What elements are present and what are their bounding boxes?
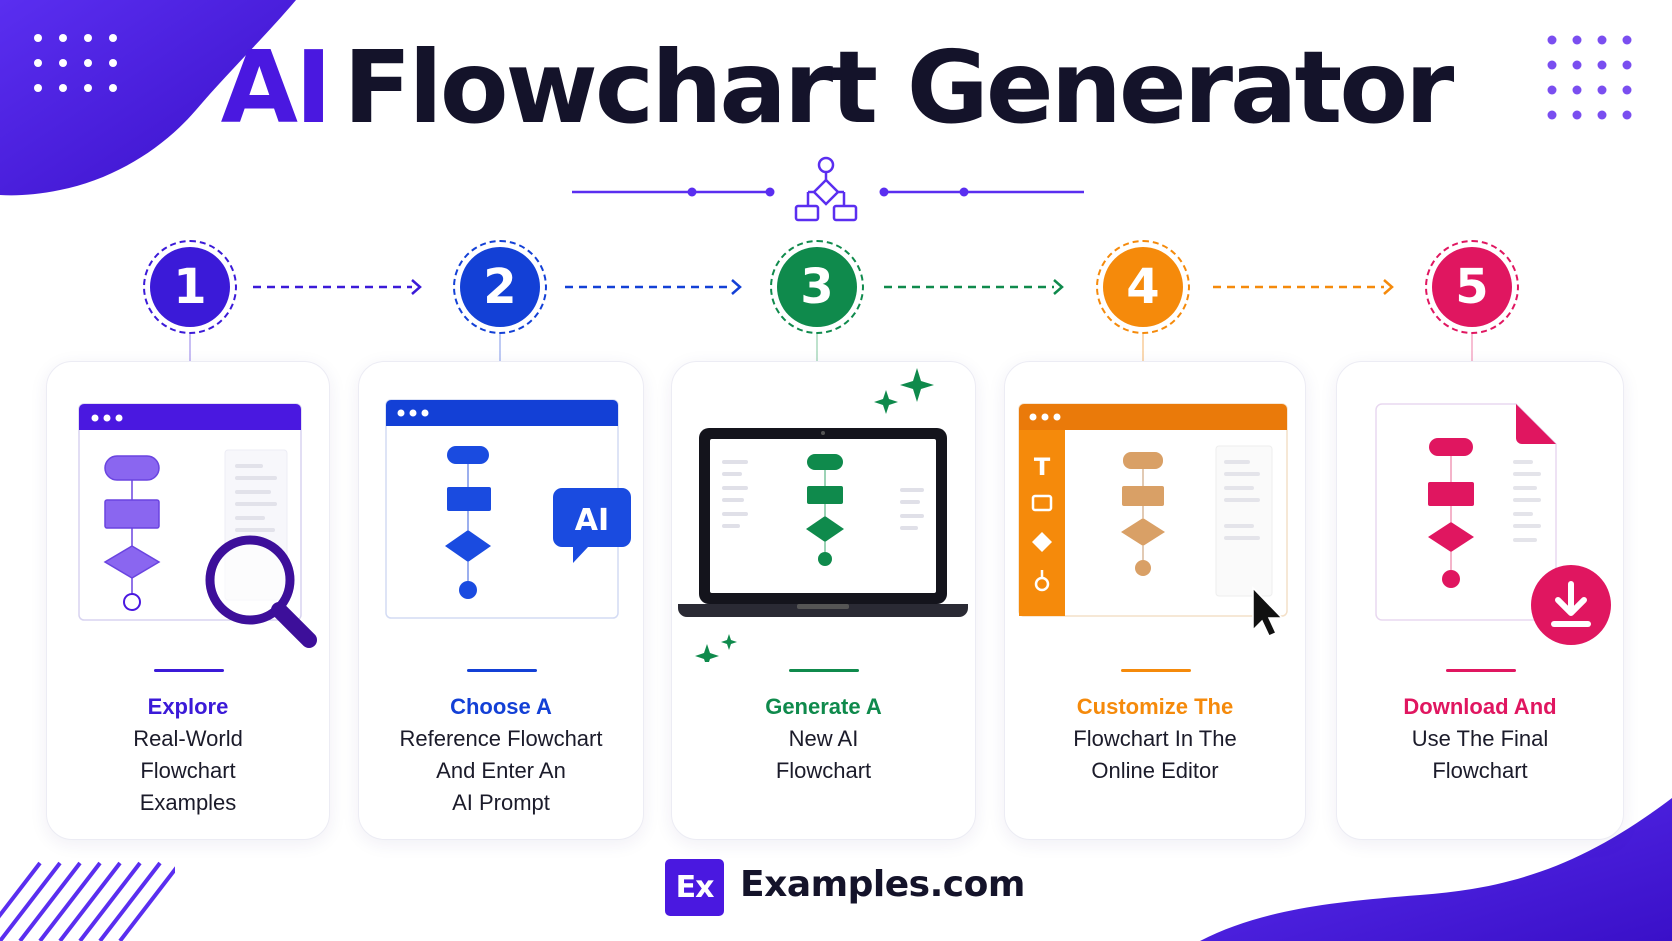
magnifier-icon bbox=[205, 535, 317, 648]
step-3-ring bbox=[770, 240, 864, 334]
text-tool-icon: T bbox=[1034, 453, 1051, 481]
step-2-highlight: Choose A bbox=[450, 694, 552, 719]
step-1-line-1: Real-World bbox=[133, 726, 243, 751]
sparkle-icon bbox=[874, 368, 934, 414]
title-divider bbox=[572, 156, 1084, 222]
step-1-line-3: Examples bbox=[139, 790, 237, 815]
step-card-3: Generate A New AI Flowchart bbox=[671, 361, 976, 840]
step-2-caption: Choose A Reference Flowchart And Enter A… bbox=[369, 691, 633, 819]
step-4-caption: Customize The Flowchart In The Online Ed… bbox=[1015, 691, 1295, 787]
step-2-underline bbox=[467, 669, 537, 672]
step-3-underline bbox=[789, 669, 859, 672]
step-3-caption: Generate A New AI Flowchart bbox=[682, 691, 965, 787]
title-accent: AI bbox=[220, 29, 333, 146]
top-right-dot-grid bbox=[1547, 35, 1632, 120]
top-left-blob bbox=[0, 0, 296, 196]
download-illustration bbox=[1375, 403, 1611, 645]
step-5-underline bbox=[1446, 669, 1516, 672]
download-icon bbox=[1531, 565, 1611, 645]
step-2-number: 2 bbox=[460, 247, 540, 327]
cursor-icon bbox=[1252, 586, 1284, 637]
step-3-line-2: Flowchart bbox=[775, 758, 872, 783]
ai-badge-label: AI bbox=[575, 503, 609, 538]
step-connectors bbox=[189, 279, 1473, 362]
choose-illustration: AI bbox=[385, 399, 631, 619]
step-4-line-2: Online Editor bbox=[1091, 758, 1219, 783]
flowchart-icon bbox=[794, 156, 858, 222]
bottom-left-stripes bbox=[0, 861, 175, 941]
step-1-underline bbox=[154, 669, 224, 672]
brand-logo-mark[interactable]: Ex bbox=[665, 859, 724, 916]
step-4-underline bbox=[1121, 669, 1191, 672]
step-1-caption: Explore Real-World Flowchart Examples bbox=[57, 691, 319, 819]
step-2-line-2: And Enter An bbox=[436, 758, 566, 783]
step-4-ring bbox=[1096, 240, 1190, 334]
top-left-dot-grid bbox=[34, 34, 117, 92]
step-5-highlight: Download And bbox=[1403, 694, 1557, 719]
step-2-line-1: Reference Flowchart bbox=[399, 726, 603, 751]
generate-illustration bbox=[678, 368, 968, 662]
diamond-tool-icon bbox=[1032, 532, 1052, 552]
step-5-caption: Download And Use The Final Flowchart bbox=[1347, 691, 1613, 787]
step-5-ring bbox=[1425, 240, 1519, 334]
ai-chat-badge-icon: AI bbox=[553, 488, 631, 563]
bottom-right-blob bbox=[1200, 798, 1672, 941]
step-card-5: Download And Use The Final Flowchart bbox=[1336, 361, 1624, 840]
step-2-ring bbox=[453, 240, 547, 334]
step-card-1: Explore Real-World Flowchart Examples bbox=[46, 361, 330, 840]
rectangle-tool-icon bbox=[1031, 494, 1053, 512]
laptop-icon bbox=[678, 428, 968, 617]
step-5-line-1: Use The Final bbox=[1411, 726, 1549, 751]
step-3-number: 3 bbox=[777, 247, 857, 327]
step-4-highlight: Customize The bbox=[1076, 694, 1234, 719]
step-card-2: AI Choose A Reference Flowchart And Ente… bbox=[358, 361, 644, 840]
step-1-ring bbox=[143, 240, 237, 334]
explore-illustration bbox=[78, 403, 317, 648]
customize-illustration: T bbox=[1018, 403, 1288, 637]
step-4-line-1: Flowchart In The bbox=[1073, 726, 1237, 751]
step-card-4: T Customize The Flowchart In The Online … bbox=[1004, 361, 1306, 840]
step-2-line-3: AI Prompt bbox=[452, 790, 550, 815]
step-5-number: 5 bbox=[1432, 247, 1512, 327]
step-5-line-2: Flowchart bbox=[1432, 758, 1528, 783]
step-4-number: 4 bbox=[1103, 247, 1183, 327]
title-main: Flowchart Generator bbox=[343, 29, 1454, 146]
brand-logo-text[interactable]: Examples.com bbox=[740, 864, 1025, 905]
step-3-line-1: New AI bbox=[788, 726, 859, 751]
step-1-line-2: Flowchart bbox=[140, 758, 236, 783]
step-3-highlight: Generate A bbox=[765, 694, 882, 719]
step-1-number: 1 bbox=[150, 247, 230, 327]
step-1-highlight: Explore bbox=[147, 694, 229, 719]
